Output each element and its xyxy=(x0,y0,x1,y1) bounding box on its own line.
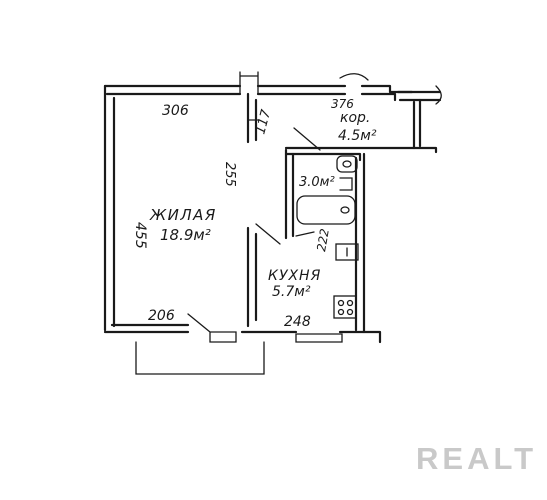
living-room-area: 18.9м² xyxy=(160,226,211,244)
dim-closet: 117 xyxy=(253,107,274,136)
dim-living-left: 455 xyxy=(132,222,148,249)
dim-corridor-top: 376 xyxy=(331,97,354,111)
corridor-name: кор. xyxy=(340,110,370,126)
bathroom-area: 3.0м² xyxy=(299,175,335,190)
dim-kitchen-side: 222 xyxy=(314,228,332,253)
dim-kitchen-bottom: 248 xyxy=(284,314,311,330)
kitchen-fixtures xyxy=(333,243,359,319)
watermark-logo: REALT xyxy=(416,441,538,476)
balcony xyxy=(135,341,265,375)
walls xyxy=(103,84,442,344)
bath-fixtures xyxy=(296,155,358,225)
kitchen-area: 5.7м² xyxy=(272,284,311,300)
corridor-area: 4.5м² xyxy=(338,128,377,144)
dim-living-top: 306 xyxy=(162,103,189,119)
dim-living-right: 255 xyxy=(222,162,237,187)
living-room-name: ЖИЛАЯ xyxy=(149,206,217,224)
openings xyxy=(187,71,442,343)
kitchen-name: КУХНЯ xyxy=(268,268,321,284)
dim-living-bottom: 206 xyxy=(148,308,175,324)
